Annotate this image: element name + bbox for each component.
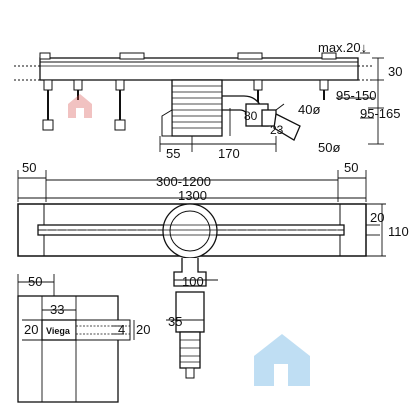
- cap-left: [39, 52, 51, 60]
- dim-95-165: 95-165: [360, 106, 400, 121]
- outlet-elbow: [222, 95, 301, 141]
- channel-body: [39, 57, 359, 81]
- side-view: max.20↓ 30 95-150 95-165 80 40ø 23 50ø: [14, 40, 402, 161]
- detail-view: 50 33 20 Viega 4 20: [17, 274, 205, 403]
- top-view: 50 300-1200 50 1300 20 110 100: [17, 160, 409, 289]
- dim-20-detail-left: 20: [24, 322, 38, 337]
- cap-mid-right: [237, 52, 263, 60]
- outlet-pipe: [175, 291, 205, 379]
- cap-mid-left: [119, 52, 145, 60]
- dim-20: 20: [370, 210, 384, 225]
- cap-right: [321, 52, 337, 60]
- dim-50-left: 50: [22, 160, 36, 175]
- dim-4: 4: [118, 322, 125, 337]
- dim-33: 33: [50, 302, 64, 317]
- dim-50-dia: 50ø: [318, 140, 340, 155]
- detail-slot: [75, 319, 131, 341]
- drain-body: [161, 79, 223, 137]
- dim-110: 110: [388, 224, 409, 239]
- detail-frame: [17, 295, 119, 403]
- dim-50-detail: 50: [28, 274, 42, 289]
- house-watermark-icon: [68, 94, 92, 118]
- dim-max-20: max.20↓: [318, 40, 367, 55]
- drain-circle: [162, 203, 218, 259]
- dim-80: 80: [244, 109, 258, 123]
- dim-300-1200: 300-1200: [156, 174, 211, 189]
- dim-40-dia: 40ø: [298, 102, 320, 117]
- dim-35: 35: [168, 314, 182, 329]
- dim-95-150: 95-150: [336, 88, 376, 103]
- house-watermark-icon: [254, 334, 310, 386]
- dim-55: 55: [166, 146, 180, 161]
- dim-20-detail-right: 20: [136, 322, 150, 337]
- dim-170: 170: [218, 146, 240, 161]
- dim-30: 30: [388, 64, 402, 79]
- dim-1300: 1300: [178, 188, 207, 203]
- dim-50-right: 50: [344, 160, 358, 175]
- brand-label: Viega: [46, 326, 71, 336]
- outlet-top-view: [173, 258, 207, 287]
- dim-23: 23: [270, 123, 284, 137]
- side-dimensions: max.20↓ 30 95-150 95-165 80 40ø 23 50ø: [159, 40, 402, 161]
- dim-100: 100: [182, 274, 204, 289]
- support-feet: [42, 79, 329, 131]
